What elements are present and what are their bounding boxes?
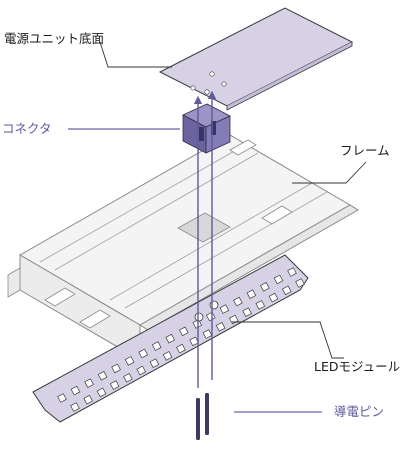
led-chip [136, 365, 147, 376]
led-chip [268, 292, 279, 303]
led-module [32, 254, 309, 423]
led-chip [109, 380, 120, 390]
conductive-pin-label: 導電ピン [334, 404, 385, 419]
led-chip [176, 343, 186, 354]
led-chip [233, 296, 243, 307]
led-chip [96, 387, 107, 398]
led-chip [97, 370, 108, 381]
led-chip [178, 326, 189, 337]
led-chip [215, 321, 226, 332]
power-unit-bottom-plate [158, 7, 354, 111]
led-chip [219, 304, 230, 314]
frame [7, 134, 359, 361]
led-chip [273, 274, 284, 285]
led-chip [287, 267, 297, 277]
led-module-label: LEDモジュール [314, 359, 401, 374]
led-chip [246, 289, 257, 300]
led-chips [57, 267, 305, 412]
led-chip [84, 378, 94, 389]
led-chip [260, 281, 270, 292]
led-chip [123, 372, 133, 383]
led-chip [70, 402, 80, 412]
led-chip [281, 285, 292, 296]
led-chip [295, 278, 305, 288]
led-chip [242, 307, 252, 318]
led-chip [165, 333, 176, 344]
led-chip [149, 358, 160, 369]
led-chip [151, 341, 162, 351]
frame-label: フレーム [340, 143, 390, 158]
led-chip [70, 385, 81, 396]
assembly-arrows [193, 90, 217, 388]
led-chip [162, 351, 173, 361]
led-chip [83, 394, 94, 405]
led-chip [124, 356, 135, 366]
led-chip [111, 363, 121, 374]
connector-label: コネクタ [2, 121, 52, 136]
power-unit-bottom-label: 電源ユニット底面 [4, 31, 105, 46]
led-chip [57, 393, 67, 403]
connector [182, 103, 231, 154]
leader-lines [68, 41, 367, 413]
led-chip [138, 348, 149, 359]
led-chip [202, 329, 213, 339]
conductive-pins [196, 393, 209, 440]
led-chip [255, 300, 266, 310]
led-chip [189, 336, 199, 347]
